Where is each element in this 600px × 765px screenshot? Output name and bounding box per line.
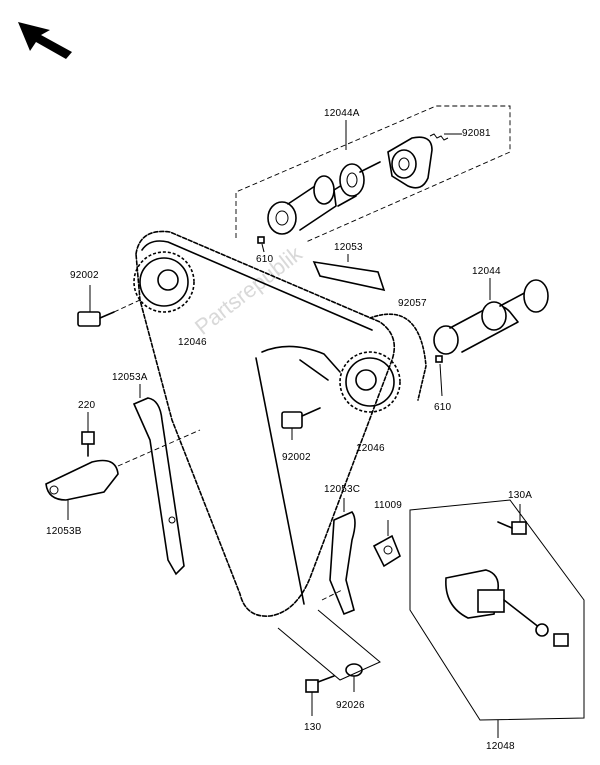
dowel-pin-610-right bbox=[435, 355, 443, 397]
sprocket-12046-mid bbox=[339, 351, 401, 413]
guide-holder-12053B bbox=[45, 429, 201, 520]
tensioner-12048 bbox=[445, 569, 569, 647]
callout-12044: 12044 bbox=[472, 266, 501, 277]
bolt-130A bbox=[497, 504, 527, 535]
callout-12053C: 12053C bbox=[324, 484, 361, 495]
bolt-92002-mid bbox=[281, 407, 321, 440]
callout-12053B: 12053B bbox=[46, 526, 82, 537]
bolt-92002-left bbox=[77, 285, 141, 327]
sprocket-12046-left bbox=[133, 251, 195, 313]
callout-92057: 92057 bbox=[398, 298, 427, 309]
camshaft-12044 bbox=[433, 278, 549, 355]
mount-bracket-lines bbox=[277, 609, 381, 681]
callout-12044A: 12044A bbox=[324, 108, 360, 119]
chain-guide-12053 bbox=[312, 254, 386, 292]
tensioner-group-box bbox=[409, 499, 585, 738]
washer-92026 bbox=[345, 663, 363, 692]
callout-12053: 12053 bbox=[334, 242, 363, 253]
arrow-up-left-icon bbox=[18, 22, 72, 59]
callout-92002-mid: 92002 bbox=[282, 452, 311, 463]
callout-130: 130 bbox=[304, 722, 322, 733]
camshaft-group-bracket bbox=[235, 105, 511, 243]
callout-92081: 92081 bbox=[462, 128, 491, 139]
callout-12048: 12048 bbox=[486, 741, 515, 752]
callout-220: 220 bbox=[78, 400, 96, 411]
cam-bracket-92081 bbox=[387, 133, 462, 189]
cam-chain bbox=[135, 230, 396, 617]
callout-130A: 130A bbox=[508, 490, 533, 501]
chain-guide-12053C bbox=[321, 498, 356, 616]
callout-610-right: 610 bbox=[434, 402, 452, 413]
callout-92026: 92026 bbox=[336, 700, 365, 711]
chain-92057-segment bbox=[369, 313, 427, 401]
camshaft-12044A bbox=[267, 161, 381, 235]
callout-92002-left: 92002 bbox=[70, 270, 99, 281]
bolt-130 bbox=[305, 675, 335, 716]
chain-guide-12053A bbox=[132, 384, 185, 576]
callout-12053A: 12053A bbox=[112, 372, 148, 383]
callout-12046-left: 12046 bbox=[178, 337, 207, 348]
bolt-220 bbox=[81, 412, 95, 457]
gasket-11009 bbox=[372, 520, 401, 568]
callout-610-top: 610 bbox=[256, 254, 274, 265]
callout-11009: 11009 bbox=[374, 500, 403, 511]
callout-12046-mid: 12046 bbox=[356, 443, 385, 454]
dowel-pin-610-top bbox=[257, 236, 265, 253]
